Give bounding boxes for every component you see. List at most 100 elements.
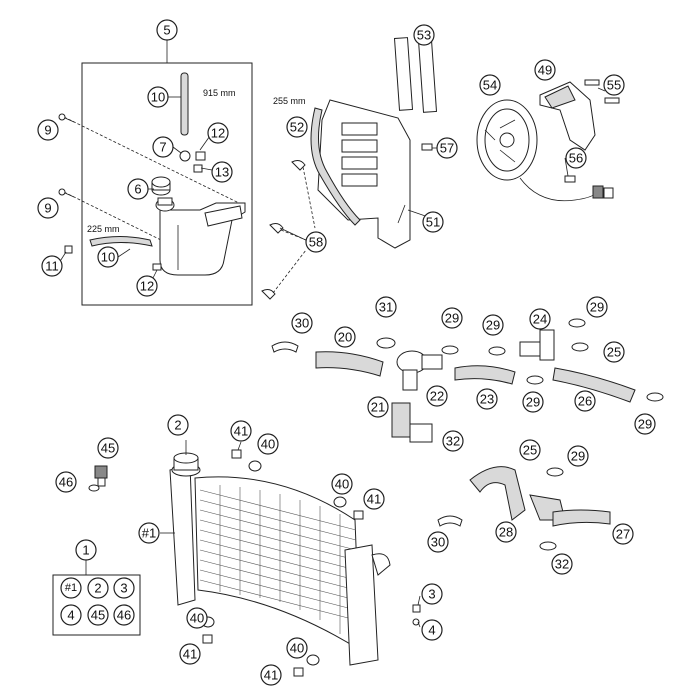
callout-23: 23	[476, 388, 498, 410]
fan-shroud-group: 255 mm	[261, 37, 438, 300]
callout-label: 32	[555, 557, 569, 572]
lower-hoses-group	[437, 466, 611, 551]
screw-41b	[353, 510, 364, 520]
clip-58a	[291, 160, 306, 171]
callout-3: 3	[421, 583, 443, 605]
callout-label: 4	[428, 623, 435, 638]
callout-label: 55	[607, 78, 621, 93]
callout-40b: 40	[331, 473, 353, 495]
callout-label: 9	[44, 201, 51, 216]
clamp-32b	[539, 541, 557, 551]
callout-40a: 40	[257, 433, 279, 455]
callout-51: 51	[422, 211, 444, 233]
callout-12b: 12	[136, 275, 158, 297]
hoses-group	[271, 318, 664, 443]
callout-label: 5	[163, 23, 170, 38]
callout-29a: 29	[441, 307, 463, 329]
callout-2: 2	[167, 414, 189, 436]
clamp-25a	[571, 342, 589, 352]
callout-21: 21	[367, 396, 389, 418]
callout-label: 22	[430, 389, 444, 404]
callout-22: 22	[426, 385, 448, 407]
fan-group	[476, 79, 620, 202]
callout-40c: 40	[186, 607, 208, 629]
callout-28: 28	[495, 521, 517, 543]
callout-10a: 10	[147, 86, 169, 108]
callout-label: 40	[190, 611, 204, 626]
clamp-29d	[526, 375, 544, 385]
clamp-30a	[271, 341, 299, 353]
callout-label: 27	[616, 527, 630, 542]
clamp-29c	[568, 318, 586, 328]
seal-ring-4	[412, 618, 420, 626]
svg-text:2: 2	[94, 581, 101, 596]
dim-255: 255 mm	[273, 96, 306, 106]
fan-connector	[592, 185, 604, 199]
leader-lines	[56, 87, 606, 628]
callout-26: 26	[574, 390, 596, 412]
screw-55a	[584, 79, 600, 86]
clamp-11	[64, 245, 73, 254]
clamp-12-upper	[195, 151, 206, 161]
callout-20: 20	[334, 326, 356, 348]
radiator-outlet	[371, 553, 391, 576]
kit-callout-2: 2	[87, 577, 109, 599]
callout-41d: 41	[260, 664, 282, 686]
callout-label: 40	[261, 437, 275, 452]
callout-40d: 40	[286, 637, 308, 659]
callout-55: 55	[603, 74, 625, 96]
bolt-9-upper	[58, 113, 75, 123]
callout-label: 9	[44, 123, 51, 138]
screw-55b	[604, 97, 620, 104]
callout-54: 54	[479, 74, 501, 96]
callout-41c: 41	[179, 643, 201, 665]
callout--r1: #1	[138, 522, 160, 544]
callout-4: 4	[421, 619, 443, 641]
callout-label: 1	[82, 543, 89, 558]
callout-label: 26	[578, 394, 592, 409]
callout-label: 23	[480, 392, 494, 407]
callout-label: 29	[526, 395, 540, 410]
callout-label: 6	[134, 182, 141, 197]
callout-label: 40	[335, 477, 349, 492]
screw-57	[421, 143, 433, 151]
callout-label: 51	[426, 215, 440, 230]
o-ring-46	[88, 484, 100, 492]
nut-13	[193, 164, 203, 173]
callout-label: 32	[446, 434, 460, 449]
radiator-right-tank	[344, 544, 379, 666]
callout-label: 13	[215, 165, 229, 180]
callout-9a: 9	[37, 119, 59, 141]
callout-label: 41	[264, 668, 278, 683]
callout-1: 1	[75, 539, 97, 561]
fan-wire	[519, 177, 596, 202]
callout-label: 30	[295, 316, 309, 331]
callout-11: 11	[41, 255, 63, 277]
hose-23	[454, 365, 516, 385]
fan-connector-b	[603, 187, 614, 199]
clamp-29a	[441, 345, 459, 355]
kit-callout-r1: #1	[60, 577, 82, 599]
callout-label: 12	[140, 279, 154, 294]
callout-label: 10	[101, 250, 115, 265]
clip-58b	[269, 223, 284, 234]
hose-26	[552, 367, 636, 403]
svg-text:3: 3	[120, 581, 127, 596]
callout-label: 40	[290, 641, 304, 656]
callout-label: 29	[486, 318, 500, 333]
hose-20	[315, 351, 384, 377]
hose-52	[310, 107, 361, 226]
callout-53: 53	[413, 24, 435, 46]
screw-41d	[293, 667, 304, 677]
callout-label: 20	[338, 330, 352, 345]
clamp-31	[376, 337, 396, 349]
dim-915: 915 mm	[203, 88, 236, 98]
callout-29e: 29	[634, 413, 656, 435]
callouts: 5101271396911101253525751585449555630203…	[37, 19, 656, 686]
radiator-filler-neck	[171, 452, 201, 477]
clamp-12-lower	[152, 263, 162, 271]
callout-32a: 32	[442, 430, 464, 452]
callout-57: 57	[436, 137, 458, 159]
drain-screw-3	[412, 604, 421, 613]
